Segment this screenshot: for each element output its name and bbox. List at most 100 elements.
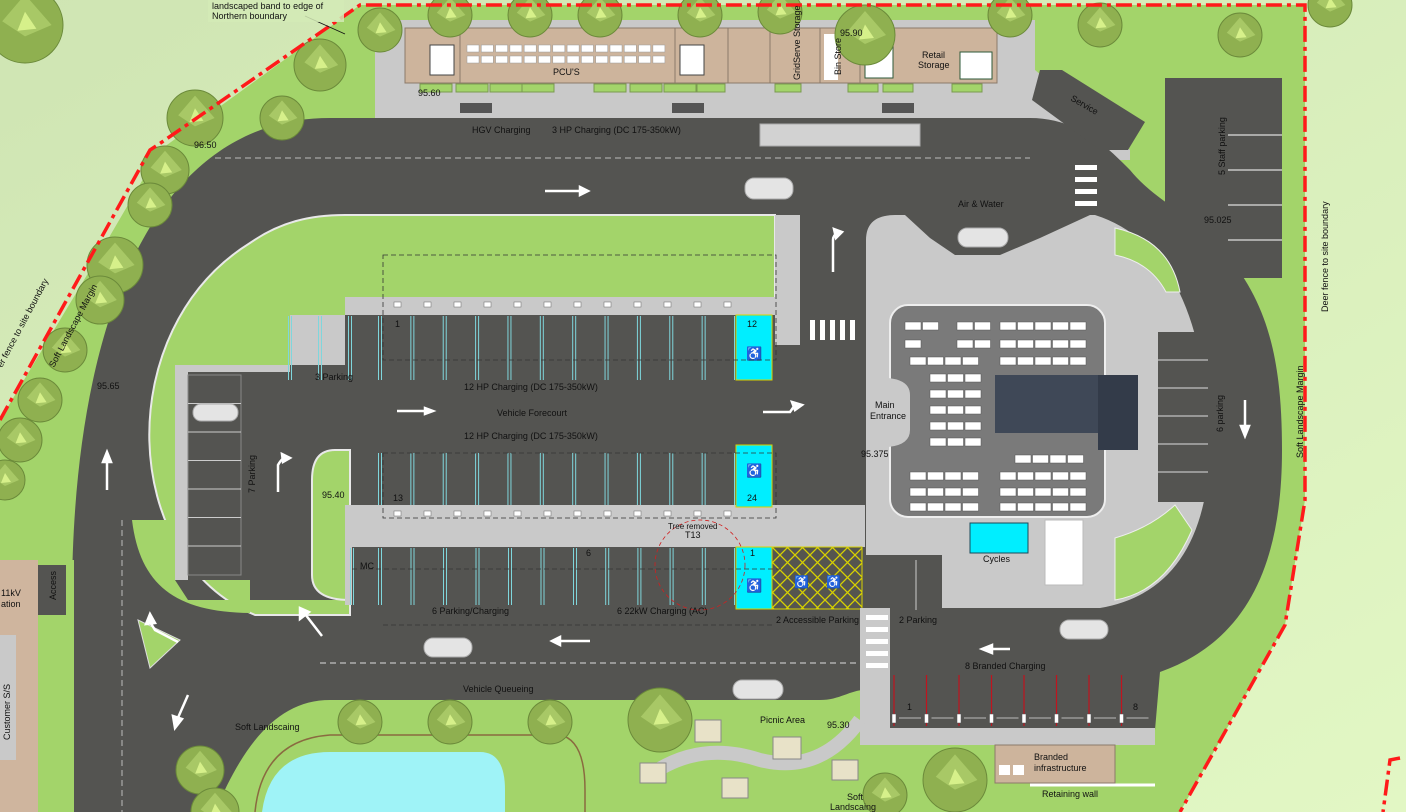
pcu-cell: [566, 44, 580, 53]
pcu-cell: [552, 55, 566, 64]
charger-pedestal: [693, 301, 702, 308]
car: [1059, 619, 1109, 640]
tree-highlight: [1235, 27, 1247, 39]
pcu-cell: [466, 55, 480, 64]
pond: [262, 752, 505, 812]
charger-pedestal: [513, 510, 522, 517]
tree-highlight: [1005, 7, 1017, 19]
charger-pedestal: [393, 510, 402, 517]
tree-icon: [190, 787, 240, 812]
accessible-bay-1[interactable]: [735, 546, 773, 610]
landscape-crescent: [1114, 227, 1181, 293]
tree-highlight: [375, 22, 387, 34]
bay-number: 6: [586, 548, 591, 558]
shop-shelf: [944, 356, 962, 366]
pcu-cell: [595, 55, 608, 64]
infra-door: [999, 765, 1010, 775]
retail-storage-label: Retail: [922, 50, 945, 60]
annotation-line2: Northern boundary: [212, 11, 288, 21]
tree-highlight: [445, 7, 457, 19]
tree-icon: [527, 699, 573, 745]
shop-shelf: [956, 321, 974, 331]
arrow-right-icon: [545, 184, 591, 198]
bay-number: 13: [393, 493, 403, 503]
charger-pedestal: [633, 510, 642, 517]
main-entrance-notch: [888, 378, 910, 447]
accessible-bay-12[interactable]: [735, 314, 773, 381]
pcu-cell: [538, 55, 551, 64]
tree-icon: [862, 772, 908, 812]
charger-pedestal: [423, 510, 432, 517]
shop-shelf: [1052, 471, 1069, 481]
accessible-bay-24[interactable]: [735, 444, 773, 508]
arrow-down-icon: [1239, 400, 1251, 440]
pcu-cell: [523, 55, 537, 64]
svg-text:♿: ♿: [794, 575, 809, 589]
tree-highlight: [195, 761, 208, 774]
tree-highlight: [211, 803, 221, 812]
svg-text:♿: ♿: [746, 463, 762, 478]
air-water-label: Air & Water: [958, 199, 1004, 209]
accessible-hatched-bays[interactable]: [771, 546, 863, 610]
pcu-cells: [466, 44, 666, 64]
charger-pedestal: [603, 510, 612, 517]
charger-pedestal: [573, 301, 582, 308]
tree-icon: [1217, 12, 1263, 58]
shop-shelf: [929, 389, 947, 399]
shop-shelf: [1067, 454, 1084, 464]
infra-door: [1013, 765, 1024, 775]
svg-text:♿: ♿: [826, 575, 841, 589]
pcu-cell: [595, 44, 608, 53]
tree-icon: [1307, 0, 1353, 28]
site-boundary: [0, 3, 1307, 812]
shop-shelf: [929, 405, 947, 415]
service-bay: [1032, 70, 1145, 150]
shop-fixtures: [904, 321, 1087, 512]
hp-charging-top-label: 3 HP Charging (DC 175-350kW): [552, 125, 681, 135]
canopy-roof: [995, 375, 1100, 433]
pcu-cell: [466, 44, 480, 53]
charger-pedestal: [693, 510, 702, 517]
cycle-stand[interactable]: [969, 522, 1029, 554]
shop-shelf: [947, 389, 964, 399]
annotation-backdrop: [208, 0, 344, 22]
tree-icon: [140, 145, 190, 195]
shop-shelf: [1017, 321, 1034, 331]
soft-landscaping-label: Soft Landscaing: [235, 722, 300, 732]
zebra-crossing[interactable]: [810, 165, 1097, 668]
tree-icon: [922, 747, 988, 812]
tree-highlight: [15, 432, 27, 444]
pcu-unit-icon: [679, 44, 705, 76]
arrow-diagonal-icon: [298, 606, 323, 637]
main-entrance-label: Entrance: [870, 411, 906, 421]
shop-shelf: [909, 502, 927, 512]
shop-shelf: [927, 487, 944, 497]
level-marker: 95.65: [97, 381, 120, 391]
tree-highlight: [60, 342, 72, 354]
tree-highlight: [314, 55, 328, 69]
shop-shelf: [1017, 356, 1034, 366]
shop-shelf: [904, 339, 922, 349]
two-parking-label: 2 Parking: [899, 615, 937, 625]
tree-icon: [17, 377, 63, 423]
pcu-cell: [566, 55, 580, 64]
shop-shelf: [1017, 502, 1034, 512]
bay-number: 12: [747, 319, 757, 329]
charger-pedestal: [1119, 713, 1124, 724]
substation-label: 11kV: [1, 588, 21, 598]
pcu-cell: [652, 44, 666, 53]
level-marker: 95.30: [827, 720, 850, 730]
svg-text:♿: ♿: [746, 578, 762, 593]
shop-shelf: [947, 373, 964, 383]
picnic-benches[interactable]: [639, 719, 859, 799]
charger-pedestal: [1054, 713, 1059, 724]
pcu-cell: [609, 44, 623, 53]
ac-charging-label: 6 22kW Charging (AC): [617, 606, 708, 616]
charger-pedestal: [956, 713, 962, 724]
level-marker: 95.40: [322, 490, 345, 500]
staff-bay-lines: [1228, 134, 1282, 241]
shop-shelf: [1034, 502, 1052, 512]
hp-row2-label: 12 HP Charging (DC 175-350kW): [464, 431, 598, 441]
charger-pedestal: [603, 301, 612, 308]
